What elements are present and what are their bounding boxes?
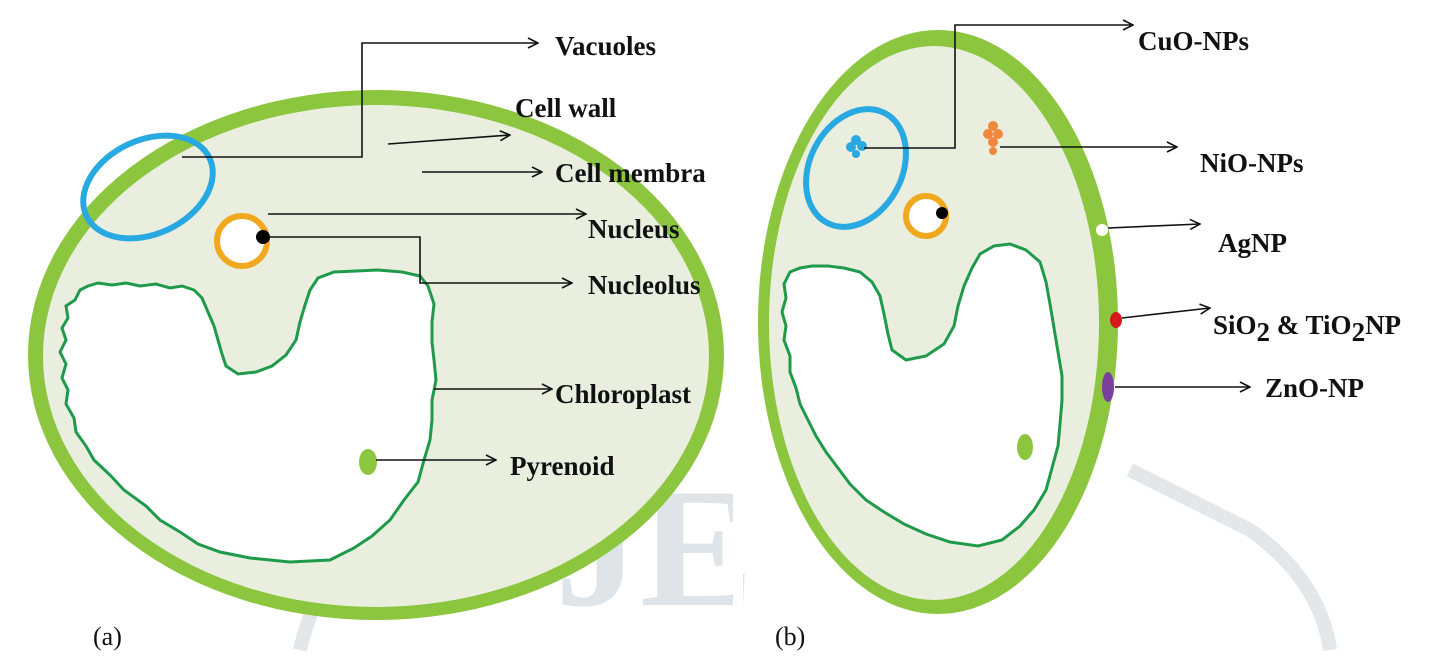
label-nucleus: Nucleus [588, 214, 680, 244]
pyrenoid-a [359, 449, 377, 475]
label-vacuoles: Vacuoles [555, 31, 656, 61]
agnp-particle [1096, 224, 1108, 236]
label-cell-wall: Cell wall [515, 93, 617, 123]
label-sio2-subscript: 2 [1257, 317, 1271, 347]
label-np-part: NP [1365, 310, 1401, 340]
nucleolus-b [936, 207, 948, 219]
leader-agnp [1108, 224, 1200, 228]
label-tio2-part: & TiO [1270, 310, 1352, 340]
leader-sio2 [1122, 308, 1210, 318]
label-sio2-part: SiO [1213, 310, 1257, 340]
panel-divider-mask [733, 0, 743, 657]
label-cell-membrane: Cell membra [555, 158, 706, 188]
label-tio2-subscript: 2 [1352, 317, 1366, 347]
caption-b: (b) [775, 622, 805, 651]
label-agnp: AgNP [1218, 228, 1287, 258]
pyrenoid-b [1017, 434, 1033, 460]
label-chloroplast: Chloroplast [555, 379, 691, 409]
watermark-arc-right [1130, 470, 1330, 650]
label-zno-np: ZnO-NP [1265, 373, 1364, 403]
sio2-tio2-particle [1110, 312, 1122, 328]
panel-b: CuO-NPs NiO-NPs AgNP SiO2 & TiO2NP ZnO-N… [758, 25, 1401, 651]
label-cuo-nps: CuO-NPs [1138, 26, 1249, 56]
label-nucleolus: Nucleolus [588, 270, 701, 300]
nucleolus-a [256, 230, 270, 244]
caption-a: (a) [93, 622, 122, 651]
label-sio2-tio2: SiO2 & TiO2NP [1213, 310, 1401, 347]
zno-particle [1102, 372, 1114, 402]
label-nio-nps: NiO-NPs [1200, 148, 1304, 178]
label-pyrenoid: Pyrenoid [510, 451, 615, 481]
